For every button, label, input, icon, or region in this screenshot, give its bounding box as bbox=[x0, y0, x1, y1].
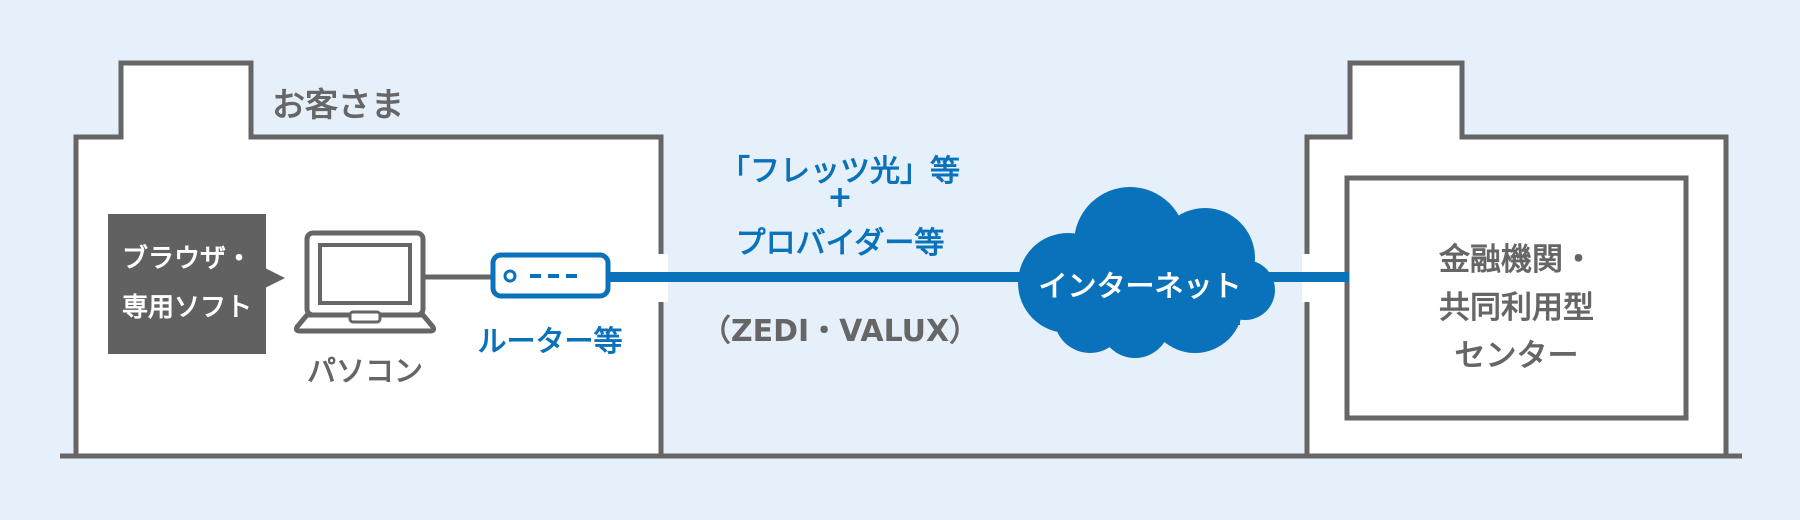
connection-line3: プロバイダー等 bbox=[735, 226, 945, 261]
software-pointer bbox=[265, 268, 285, 288]
connection-line1: 「フレッツ光」等 bbox=[720, 154, 960, 189]
software-box bbox=[108, 214, 266, 354]
internet-cloud-icon bbox=[1018, 187, 1275, 358]
router-label: ルーター等 bbox=[477, 324, 623, 358]
center-inner-box bbox=[1344, 175, 1689, 421]
connection-note: （ZEDI・VALUX） bbox=[700, 314, 980, 349]
laptop-icon bbox=[293, 230, 437, 334]
network-line bbox=[605, 272, 1349, 282]
center-label-line3: センター bbox=[1454, 338, 1579, 374]
center-label-line2: 共同利用型 bbox=[1439, 290, 1594, 326]
customer-label: お客さま bbox=[272, 85, 404, 124]
software-label-line1: ブラウザ・ bbox=[121, 244, 252, 274]
network-line-gap-cover bbox=[655, 272, 669, 282]
center-label-line1: 金融機関・ bbox=[1439, 242, 1594, 278]
pc-label: パソコン bbox=[306, 354, 423, 388]
internet-label: インターネット bbox=[1038, 269, 1242, 303]
connection-plus: + bbox=[827, 180, 853, 215]
software-label-line2: 専用ソフト bbox=[121, 293, 252, 323]
network-line-gap-cover-right bbox=[1301, 272, 1315, 282]
router-icon bbox=[490, 252, 611, 299]
